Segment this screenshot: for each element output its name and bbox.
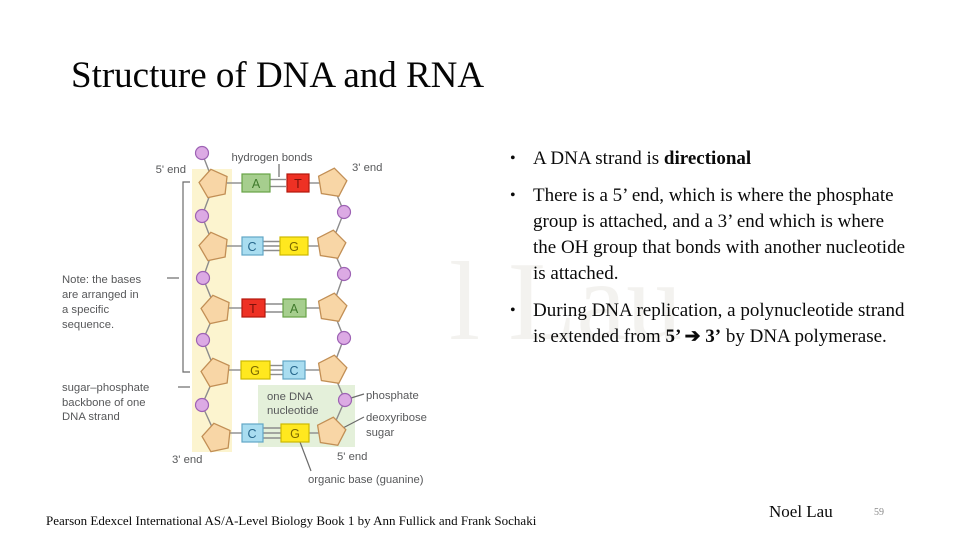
right-backbone xyxy=(330,169,346,433)
base-letter: G xyxy=(289,240,299,254)
phosphate-circle xyxy=(194,145,210,161)
base-letter: C xyxy=(289,364,298,378)
phosphate-circle xyxy=(194,397,210,413)
diagram-labels: hydrogen bonds 5' end 3' end Note: the b… xyxy=(62,152,427,486)
phosphate-circle xyxy=(336,266,352,282)
bullet-item: • During DNA replication, a polynucleoti… xyxy=(510,298,908,350)
sugar-pentagon xyxy=(315,290,350,323)
phosphate-circle xyxy=(194,208,210,224)
label-note-line3: a specific xyxy=(62,304,109,316)
bullet-text: During DNA replication, a polynucleotide… xyxy=(533,298,908,350)
base-letter: G xyxy=(290,427,300,441)
bullet-list: • A DNA strand is directional • There is… xyxy=(510,146,908,361)
phosphate-circle xyxy=(195,270,211,286)
phosphate-circles xyxy=(194,145,353,413)
source-citation: Pearson Edexcel International AS/A-Level… xyxy=(46,513,537,528)
label-three-end-bottom: 3' end xyxy=(172,454,202,466)
label-note-line4: sequence. xyxy=(62,319,114,331)
bullet-segment: A DNA strand is xyxy=(533,148,664,169)
phosphate-circle xyxy=(195,332,211,348)
label-five-end-top: 5' end xyxy=(156,164,186,176)
bullet-marker: • xyxy=(510,302,516,319)
base-letter: T xyxy=(294,177,302,191)
left-backbone xyxy=(201,152,218,439)
bullet-segment: During DNA replication, a polynucleotide… xyxy=(533,300,905,347)
bullet-text: A DNA strand is directional xyxy=(533,146,751,172)
bullet-marker: • xyxy=(510,187,516,204)
bullet-segment-bold: directional xyxy=(663,148,752,169)
sugar-pentagon xyxy=(315,352,350,385)
base-letter: G xyxy=(250,364,260,378)
label-sugar-line1: sugar–phosphate xyxy=(62,382,149,394)
base-box-thymine xyxy=(286,173,310,193)
author-name: Noel Lau xyxy=(769,502,833,521)
base-box-cytosine xyxy=(241,423,264,443)
annotation-lines xyxy=(167,164,365,472)
base-box-cytosine xyxy=(241,236,264,256)
sugar-pentagon xyxy=(314,227,349,260)
base-box-cytosine xyxy=(282,360,306,380)
base-letter: C xyxy=(247,427,256,441)
label-phosphate: phosphate xyxy=(366,390,419,402)
watermark-text: l Lau xyxy=(449,240,683,364)
base-box-guanine xyxy=(280,423,310,443)
base-letter: T xyxy=(249,302,257,316)
row-connector-lines xyxy=(227,178,320,439)
phosphate-circle xyxy=(336,330,352,346)
base-box-guanine xyxy=(240,360,271,380)
guanine-boxes xyxy=(240,236,310,443)
label-three-end-top: 3' end xyxy=(352,162,382,174)
bullet-marker: • xyxy=(510,150,516,167)
base-box-thymine xyxy=(241,298,266,318)
thymine-boxes xyxy=(241,173,310,318)
bullet-text: There is a 5’ end, which is where the ph… xyxy=(533,183,908,287)
slide-number: 59 xyxy=(874,507,884,518)
base-letter: A xyxy=(252,177,261,191)
page-title: Structure of DNA and RNA xyxy=(71,55,485,96)
label-sugar-line2: backbone of one xyxy=(62,397,146,409)
label-nucleotide-line1: one DNA xyxy=(267,391,313,403)
label-deoxyribose-line1: deoxyribose xyxy=(366,412,427,424)
bullet-item: • A DNA strand is directional xyxy=(510,146,908,172)
bullet-segment: by DNA polymerase. xyxy=(721,326,887,347)
label-nucleotide-line2: nucleotide xyxy=(267,405,319,417)
base-letter: C xyxy=(247,240,256,254)
note-bracket xyxy=(182,181,190,373)
phosphate-circle xyxy=(336,204,352,220)
bullet-segment-bold: 5’ ➔ 3’ xyxy=(665,326,722,347)
label-deoxyribose-line2: sugar xyxy=(366,427,394,439)
base-letter: A xyxy=(290,302,299,316)
label-note-line2: are arranged in xyxy=(62,289,139,301)
label-note-line1: Note: the bases xyxy=(62,274,141,286)
base-box-adenine xyxy=(241,173,271,193)
bullet-segment: There is a 5’ end, which is where the ph… xyxy=(533,185,906,284)
label-five-end-bottom: 5' end xyxy=(337,451,367,463)
base-letters: A T C G T A G C C G xyxy=(247,177,302,441)
adenine-boxes xyxy=(241,173,307,318)
label-sugar-line3: DNA strand xyxy=(62,411,120,423)
base-box-adenine xyxy=(282,298,307,318)
label-organic-base: organic base (guanine) xyxy=(308,474,424,486)
bullet-item: • There is a 5’ end, which is where the … xyxy=(510,183,908,287)
phosphate-circle xyxy=(337,392,353,408)
sugar-pentagon xyxy=(315,165,350,198)
label-hydrogen-bonds: hydrogen bonds xyxy=(231,152,312,164)
cytosine-boxes xyxy=(241,236,306,443)
base-box-guanine xyxy=(279,236,309,256)
